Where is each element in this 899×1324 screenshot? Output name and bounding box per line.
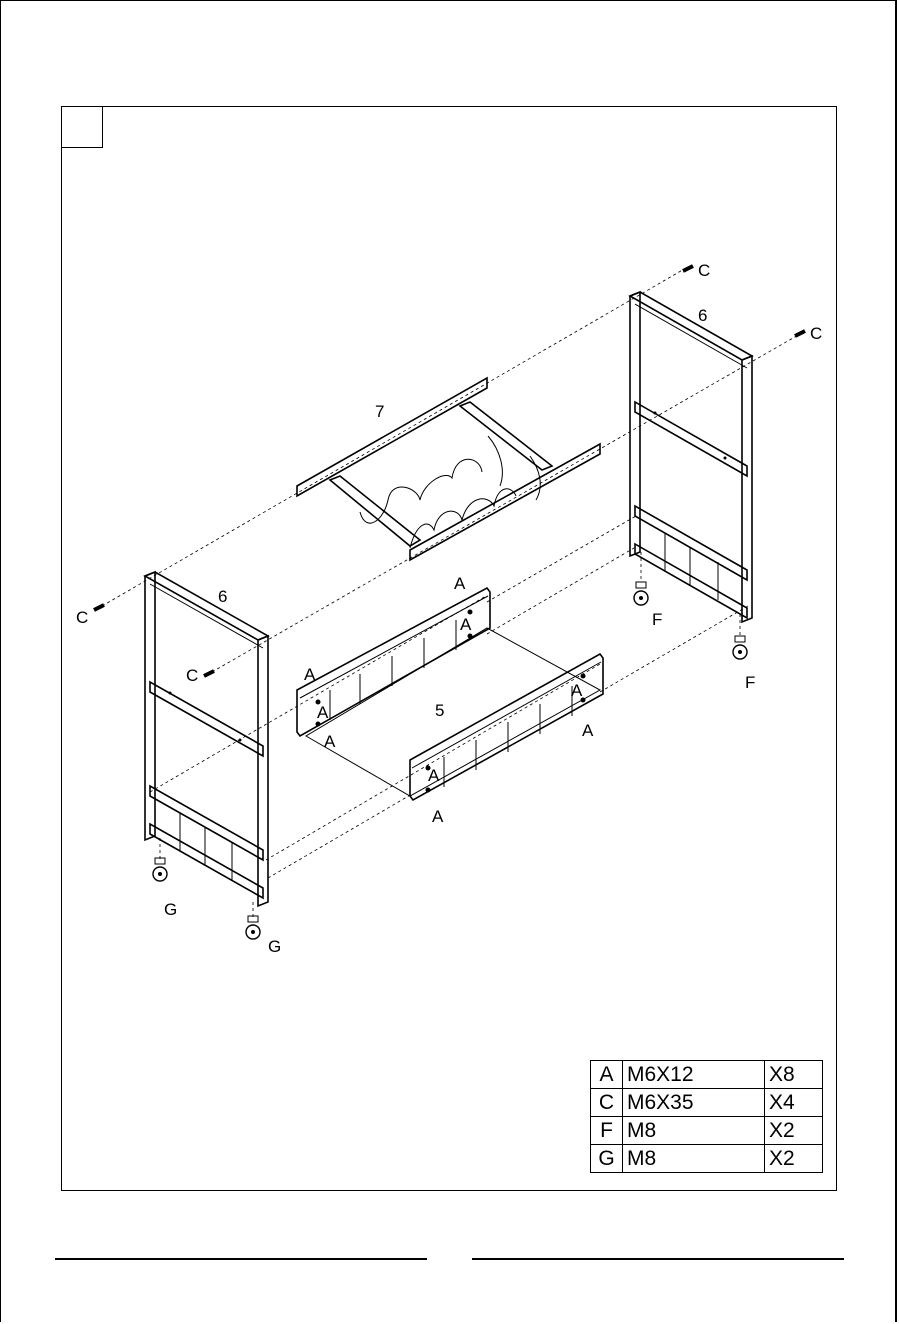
bottom-shelf <box>297 588 603 800</box>
part-spec: M8 <box>623 1145 765 1173</box>
label-side-frame-right: 6 <box>698 306 707 325</box>
footer-rule-right <box>472 1258 844 1260</box>
label-caster-g: G <box>268 937 281 956</box>
label-screw-a: A <box>582 721 594 740</box>
label-bolt-c: C <box>186 666 198 685</box>
top-shelf-rack <box>297 378 600 560</box>
footer-rule-left <box>55 1258 427 1260</box>
label-screw-a: A <box>428 766 440 785</box>
label-screw-a: A <box>454 574 466 593</box>
part-code: C <box>591 1089 623 1117</box>
table-row: A M6X12 X8 <box>591 1061 823 1089</box>
table-row: C M6X35 X4 <box>591 1089 823 1117</box>
label-screw-a: A <box>317 703 329 722</box>
label-bolt-c: C <box>810 324 822 343</box>
part-qty: X8 <box>765 1061 823 1089</box>
hardware-parts-table: A M6X12 X8 C M6X35 X4 F M8 X2 G M8 X2 <box>590 1060 823 1173</box>
side-frame-left <box>145 572 268 906</box>
part-qty: X4 <box>765 1089 823 1117</box>
label-screw-a: A <box>304 665 316 684</box>
label-side-frame-left: 6 <box>218 587 227 606</box>
label-caster-f: F <box>652 610 662 629</box>
part-code: A <box>591 1061 623 1089</box>
part-code: G <box>591 1145 623 1173</box>
label-bolt-c: C <box>698 261 710 280</box>
part-qty: X2 <box>765 1145 823 1173</box>
label-caster-g: G <box>164 900 177 919</box>
part-spec: M6X35 <box>623 1089 765 1117</box>
label-screw-a: A <box>432 807 444 826</box>
bolt-icon <box>94 266 805 676</box>
label-bolt-c: C <box>76 608 88 627</box>
part-qty: X2 <box>765 1117 823 1145</box>
label-screw-a: A <box>460 615 472 634</box>
part-spec: M8 <box>623 1117 765 1145</box>
label-screw-a: A <box>324 732 336 751</box>
part-spec: M6X12 <box>623 1061 765 1089</box>
label-bottom-shelf: 5 <box>435 701 444 720</box>
table-row: G M8 X2 <box>591 1145 823 1173</box>
part-code: F <box>591 1117 623 1145</box>
label-caster-f: F <box>745 673 755 692</box>
side-frame-right <box>630 292 752 622</box>
label-screw-a: A <box>571 681 583 700</box>
table-row: F M8 X2 <box>591 1117 823 1145</box>
alignment-lines <box>102 268 800 918</box>
label-top-shelf: 7 <box>375 402 384 421</box>
